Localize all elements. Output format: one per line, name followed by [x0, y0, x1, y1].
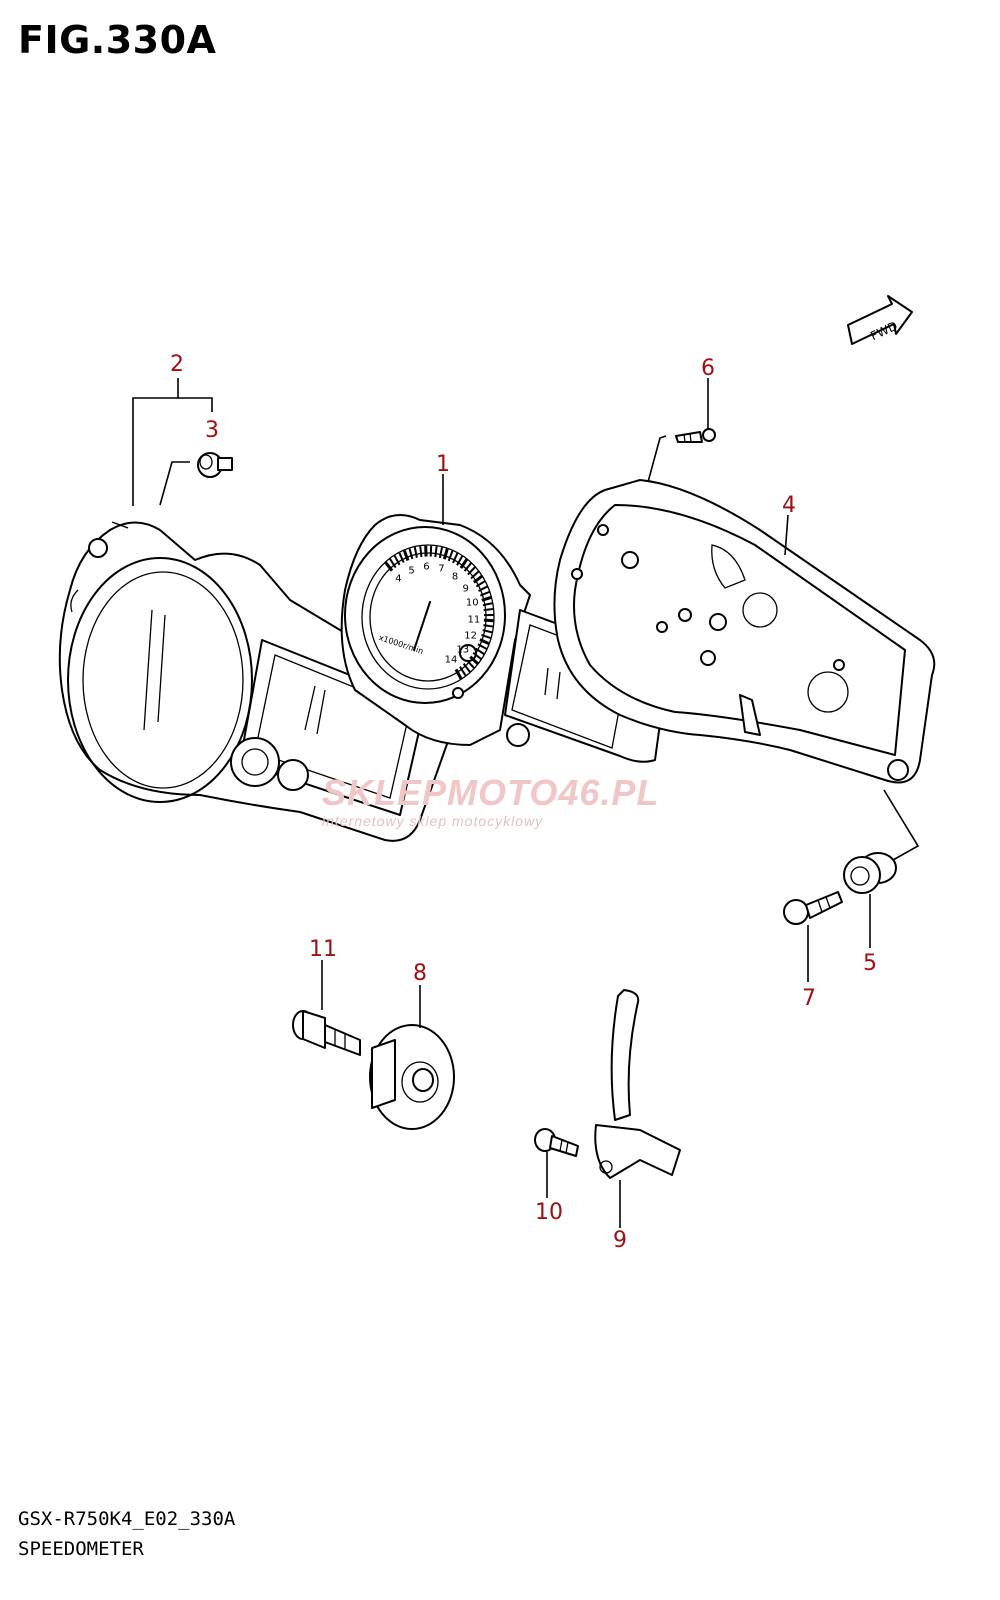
tach-tick	[384, 561, 394, 572]
tach-tick	[478, 585, 489, 592]
tach-tick	[483, 618, 494, 623]
tach-tick	[459, 666, 467, 677]
tach-tick	[434, 546, 438, 558]
callout-3: 3	[205, 418, 219, 443]
figure-title: FIG.330A	[18, 18, 217, 62]
bolt-7	[783, 891, 843, 925]
callout-2: 2	[170, 352, 184, 377]
callout-4: 4	[782, 493, 796, 518]
tach-scale-number: 11	[467, 614, 481, 626]
tach-tick	[462, 663, 471, 673]
tach-tick	[389, 558, 397, 569]
bolt-11	[292, 1010, 361, 1056]
tach-tick	[467, 566, 476, 576]
tach-tick	[472, 651, 482, 660]
meter-cover	[58, 521, 456, 842]
tach-tick	[483, 624, 494, 628]
tach-tick	[466, 659, 475, 669]
tach-scale-number: 9	[462, 583, 469, 594]
model-code: GSX-R750K4_E02_330A	[18, 1508, 236, 1530]
damper-8	[369, 1024, 455, 1130]
tach-tick	[413, 546, 418, 558]
tach-tick	[481, 595, 492, 602]
tach-tick	[459, 558, 469, 569]
tach-tick	[475, 580, 486, 588]
tach-tick	[463, 562, 472, 572]
tach-tick	[438, 547, 443, 559]
tach-tick	[442, 548, 449, 560]
speed-sensor-9	[594, 989, 681, 1179]
tach-tick	[419, 546, 423, 558]
tach-tick	[475, 647, 485, 656]
screw-6	[675, 428, 716, 443]
tach-scale-number: 14	[444, 654, 458, 666]
tach-tick	[479, 590, 491, 597]
tach-tick	[452, 552, 459, 564]
tach-tick	[472, 574, 483, 584]
leader-lines	[132, 378, 920, 1228]
tachometer-ticks	[384, 545, 495, 680]
tach-tick	[456, 555, 464, 566]
tach-tick	[479, 638, 490, 646]
tach-scale-number: 6	[423, 561, 430, 573]
tach-scale-number: 8	[451, 571, 459, 583]
callout-1: 1	[436, 452, 450, 477]
watermark-subtitle: internetowy sklep motocyklowy	[322, 813, 544, 829]
tach-tick	[454, 668, 463, 680]
tach-tick	[447, 550, 454, 562]
callout-11: 11	[309, 937, 337, 962]
bolt-10	[534, 1128, 579, 1157]
meter-case	[553, 479, 936, 784]
cushion-5	[843, 852, 897, 894]
callout-5: 5	[863, 951, 877, 976]
tach-tick	[393, 555, 401, 566]
tach-tick	[408, 548, 414, 560]
tach-tick	[483, 607, 494, 612]
callout-10: 10	[535, 1200, 563, 1225]
tach-scale-number: 7	[438, 563, 445, 575]
tach-tick	[481, 633, 492, 640]
tach-tick	[469, 655, 479, 665]
tach-tick	[482, 629, 493, 634]
tach-tick	[402, 549, 410, 562]
tach-scale-number: 12	[464, 630, 478, 642]
watermark: SKLEPMOTO46.PL	[322, 772, 660, 813]
tach-tick	[398, 552, 405, 563]
tach-tick	[482, 602, 493, 607]
tach-tick	[477, 643, 488, 650]
tach-scale-number: 4	[395, 573, 402, 585]
callout-9: 9	[613, 1228, 627, 1253]
tach-scale-number: 5	[408, 565, 415, 577]
callout-8: 8	[413, 961, 427, 986]
diagram-name: SPEEDOMETER	[18, 1538, 144, 1560]
meter-assembly	[340, 514, 681, 763]
callout-6: 6	[701, 356, 715, 381]
grommet-3	[197, 452, 233, 478]
tach-scale-number: 13	[456, 644, 470, 656]
tach-scale-number: 10	[465, 597, 479, 609]
callout-7: 7	[802, 986, 816, 1011]
tach-tick	[470, 570, 480, 580]
fwd-arrow-icon	[847, 295, 913, 345]
